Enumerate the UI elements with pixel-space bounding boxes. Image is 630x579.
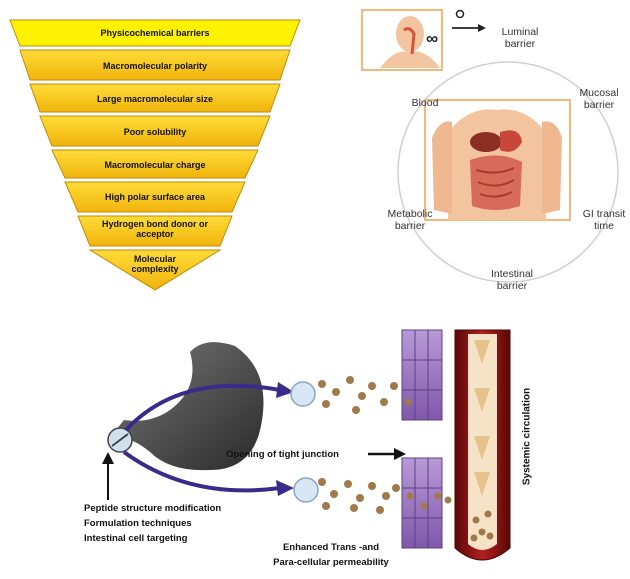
funnel-level-1	[9, 19, 301, 47]
head-illustration: ∞	[361, 9, 443, 71]
funnel-label-4: Poor solubility	[123, 127, 187, 137]
mucosal-barrier-label: Mucosal barrier	[579, 87, 619, 111]
intestinal-epithelium-bottom	[401, 457, 452, 549]
peptide-particles-bottom	[318, 478, 414, 514]
strategy-item-cell-targeting: Intestinal cell targeting	[84, 533, 188, 544]
stomach-illustration	[108, 342, 264, 471]
funnel-level-3	[29, 83, 281, 113]
barrier-cycle-ring	[397, 61, 619, 283]
strategy-item-formulation: Formulation techniques	[84, 518, 192, 529]
permeability-label-line1: Enhanced Trans -and	[282, 542, 380, 553]
metabolic-barrier-label: Metabolic barrier	[387, 208, 433, 232]
capsule-sphere-top	[290, 381, 316, 407]
peptide-particles-top	[318, 376, 398, 414]
intestinal-barrier-label: Intestinal barrier	[490, 268, 534, 292]
gi-transit-label: GI transit time	[582, 208, 626, 232]
funnel-level-2	[19, 49, 291, 81]
intestinal-epithelium-top	[401, 329, 443, 421]
funnel-level-6	[64, 181, 246, 213]
funnel-label-2: Macromolecular polarity	[102, 61, 208, 71]
funnel-label-1: Physicochemical barriers	[100, 28, 210, 38]
systemic-circulation-label: Systemic circulation	[521, 387, 533, 486]
tight-junction-label: Opening of tight junction	[226, 449, 339, 460]
permeability-label-line2: Para-cellular permeability	[273, 557, 389, 568]
strategy-item-structure-modification: Peptide structure modification	[84, 503, 222, 514]
funnel-label-3: Large macromolecular size	[96, 94, 214, 104]
tight-junction-arrow-icon	[394, 448, 406, 460]
torso-illustration	[424, 99, 571, 221]
entry-marker	[455, 9, 465, 19]
capsule-sphere-bottom	[293, 477, 319, 503]
funnel-level-8	[88, 249, 222, 291]
blood-label: Blood	[411, 97, 439, 109]
arrow-up-icon	[102, 452, 114, 464]
funnel-label-6: High polar surface area	[104, 192, 206, 202]
funnel-label-5: Macromolecular charge	[104, 160, 206, 170]
funnel-level-7	[77, 215, 233, 247]
blood-vessel	[454, 329, 511, 561]
luminal-barrier-label: Luminal barrier	[501, 26, 539, 50]
funnel-level-4	[39, 115, 271, 147]
funnel-label-8: Molecular complexity	[131, 254, 179, 274]
arrow-right-icon	[276, 480, 294, 496]
mouth-symbol: ∞	[426, 29, 438, 48]
funnel-level-5	[51, 149, 259, 179]
arrow-right-icon	[276, 382, 294, 398]
funnel-label-7: Hydrogen bond donor or acceptor	[102, 219, 208, 239]
arrow-head-icon	[478, 24, 486, 32]
